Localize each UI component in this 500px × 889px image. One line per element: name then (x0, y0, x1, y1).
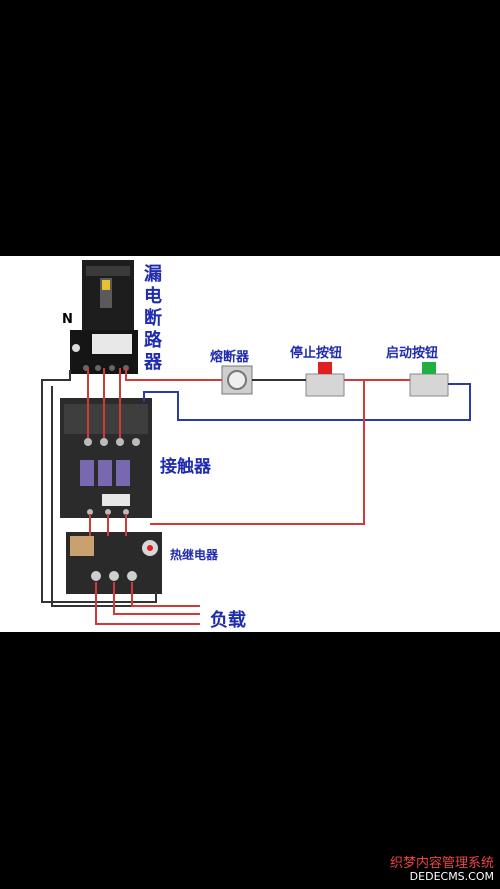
breaker-label: 漏 电 断 路 器 (142, 264, 164, 374)
watermark-line2: DEDECMS.COM (409, 870, 494, 883)
contactor-label: 接触器 (160, 457, 211, 477)
thermal-relay-label: 热继电器 (170, 548, 219, 562)
stop-button (305, 362, 345, 397)
start-button-label: 启动按钮 (386, 346, 439, 361)
breaker-label-char: 器 (144, 352, 162, 373)
contactor (60, 398, 152, 518)
wiring-diagram (41, 260, 471, 625)
breaker-label-char: 断 (144, 308, 162, 329)
breaker-label-char: 路 (144, 330, 162, 351)
diagram-panel: 漏 电 断 路 器 N 熔断器 停止按钮 启动按钮 接触器 热继电器 负载 (0, 256, 500, 632)
start-button (409, 362, 449, 397)
stop-button-label: 停止按钮 (290, 346, 343, 361)
fuse-label: 熔断器 (210, 350, 250, 365)
wires (41, 368, 471, 625)
watermark-line1: 织梦内容管理系统 (389, 856, 494, 871)
load-label: 负载 (210, 610, 246, 631)
breaker-label-char: 漏 (144, 264, 162, 285)
thermal-relay (66, 532, 162, 594)
leakage-breaker (70, 260, 138, 374)
breaker-label-char: 电 (144, 286, 162, 307)
fuse (221, 365, 253, 395)
neutral-label: N (62, 312, 73, 327)
